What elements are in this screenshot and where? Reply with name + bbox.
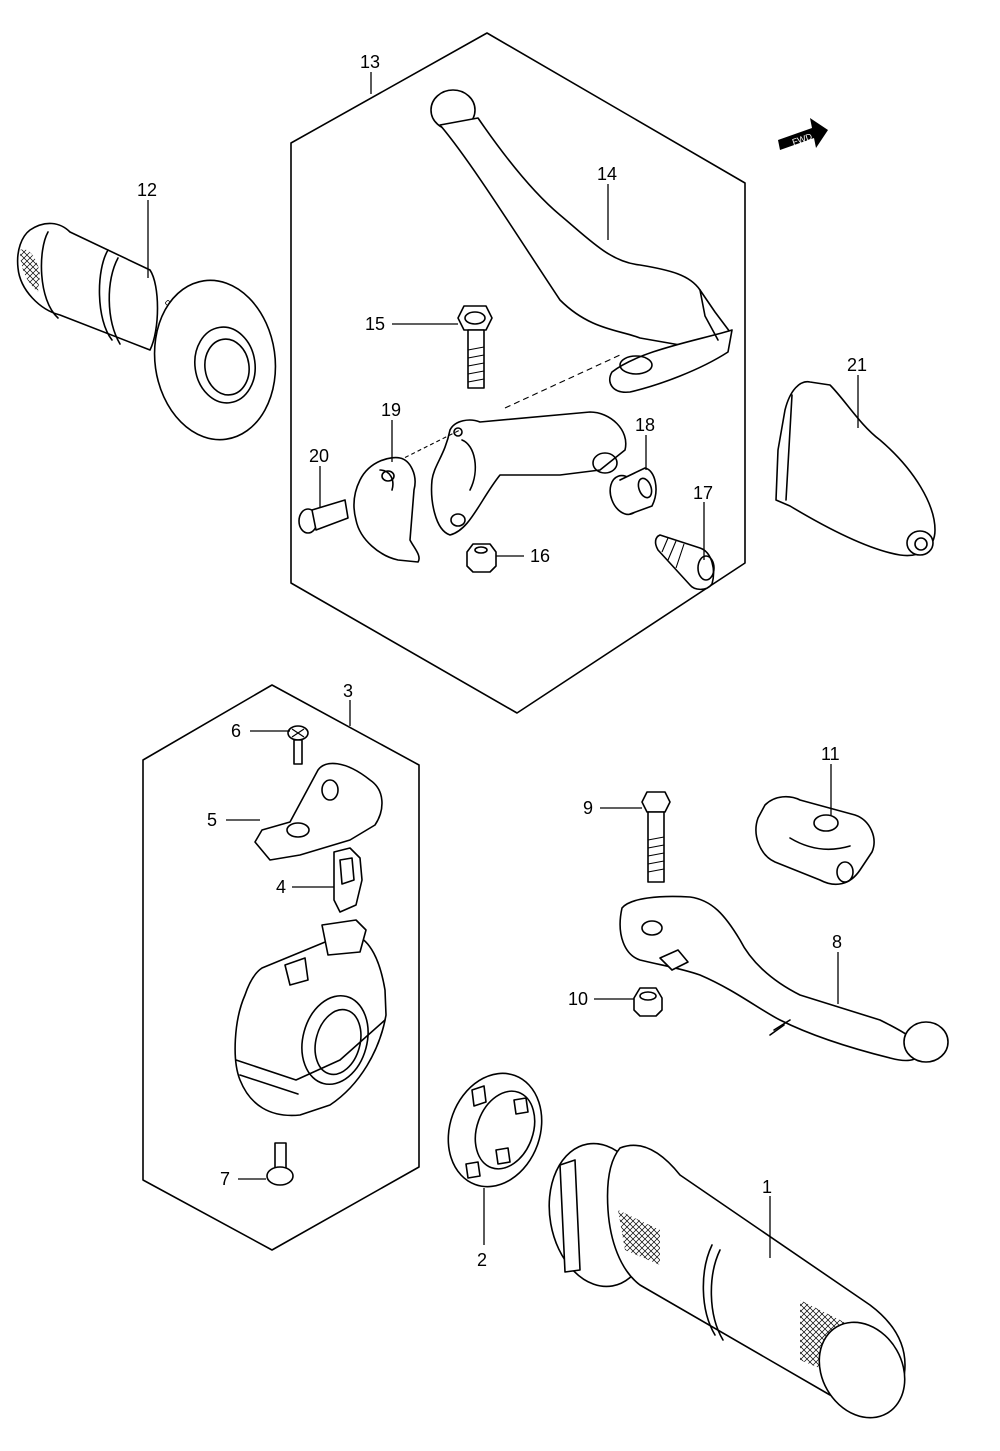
leader-lines [147, 72, 859, 1258]
part-2-pulley [447, 1072, 543, 1188]
callout-15: 15 [365, 314, 385, 334]
callout-16: 16 [530, 546, 550, 566]
callout-19: 19 [381, 400, 401, 420]
part-12-left-grip [16, 222, 277, 441]
part-17-adjuster-bolt [654, 534, 715, 591]
part-11-boot [755, 795, 875, 886]
part-18-adjuster-nut [609, 467, 657, 516]
part-9-bolt [641, 791, 671, 883]
callout-7: 7 [220, 1169, 230, 1189]
part-8-brake-lever [619, 895, 949, 1063]
part-7-screw [266, 1142, 294, 1186]
part-4-clip [333, 847, 363, 913]
callout-17: 17 [693, 483, 713, 503]
callout-13: 13 [360, 52, 380, 72]
part-6-screw [287, 725, 309, 765]
part-14-lever [430, 89, 733, 393]
callout-8: 8 [832, 932, 842, 952]
callout-18: 18 [635, 415, 655, 435]
callout-14: 14 [597, 164, 617, 184]
callout-11: 11 [821, 744, 840, 764]
part-19-clamp [353, 456, 420, 563]
part-19-holder [379, 354, 627, 536]
part-1-right-grip [548, 1142, 906, 1419]
callout-12: 12 [137, 180, 157, 200]
part-20-screw [298, 499, 349, 534]
part-5-cover [254, 762, 383, 861]
group-outline-13 [290, 32, 746, 714]
callout-4: 4 [276, 877, 286, 897]
callout-20: 20 [309, 446, 329, 466]
part-15-bolt [457, 305, 493, 389]
part-16-nut [466, 543, 497, 573]
callout-5: 5 [207, 810, 217, 830]
callout-21: 21 [847, 355, 867, 375]
callout-6: 6 [231, 721, 241, 741]
callout-10: 10 [568, 989, 588, 1009]
part-10-nut [633, 987, 663, 1017]
fwd-label: FWD [791, 131, 814, 147]
callout-2: 2 [477, 1250, 487, 1270]
fwd-arrow-icon: FWD [778, 118, 828, 150]
callout-3: 3 [343, 681, 353, 701]
part-3-housing [234, 919, 387, 1117]
callout-1: 1 [762, 1177, 772, 1197]
callout-labels: 1 2 3 4 5 6 7 8 9 10 11 12 13 14 15 16 1… [137, 52, 867, 1270]
callout-9: 9 [583, 798, 593, 818]
part-21-boot [775, 381, 936, 557]
group-outline-3 [142, 684, 420, 1251]
